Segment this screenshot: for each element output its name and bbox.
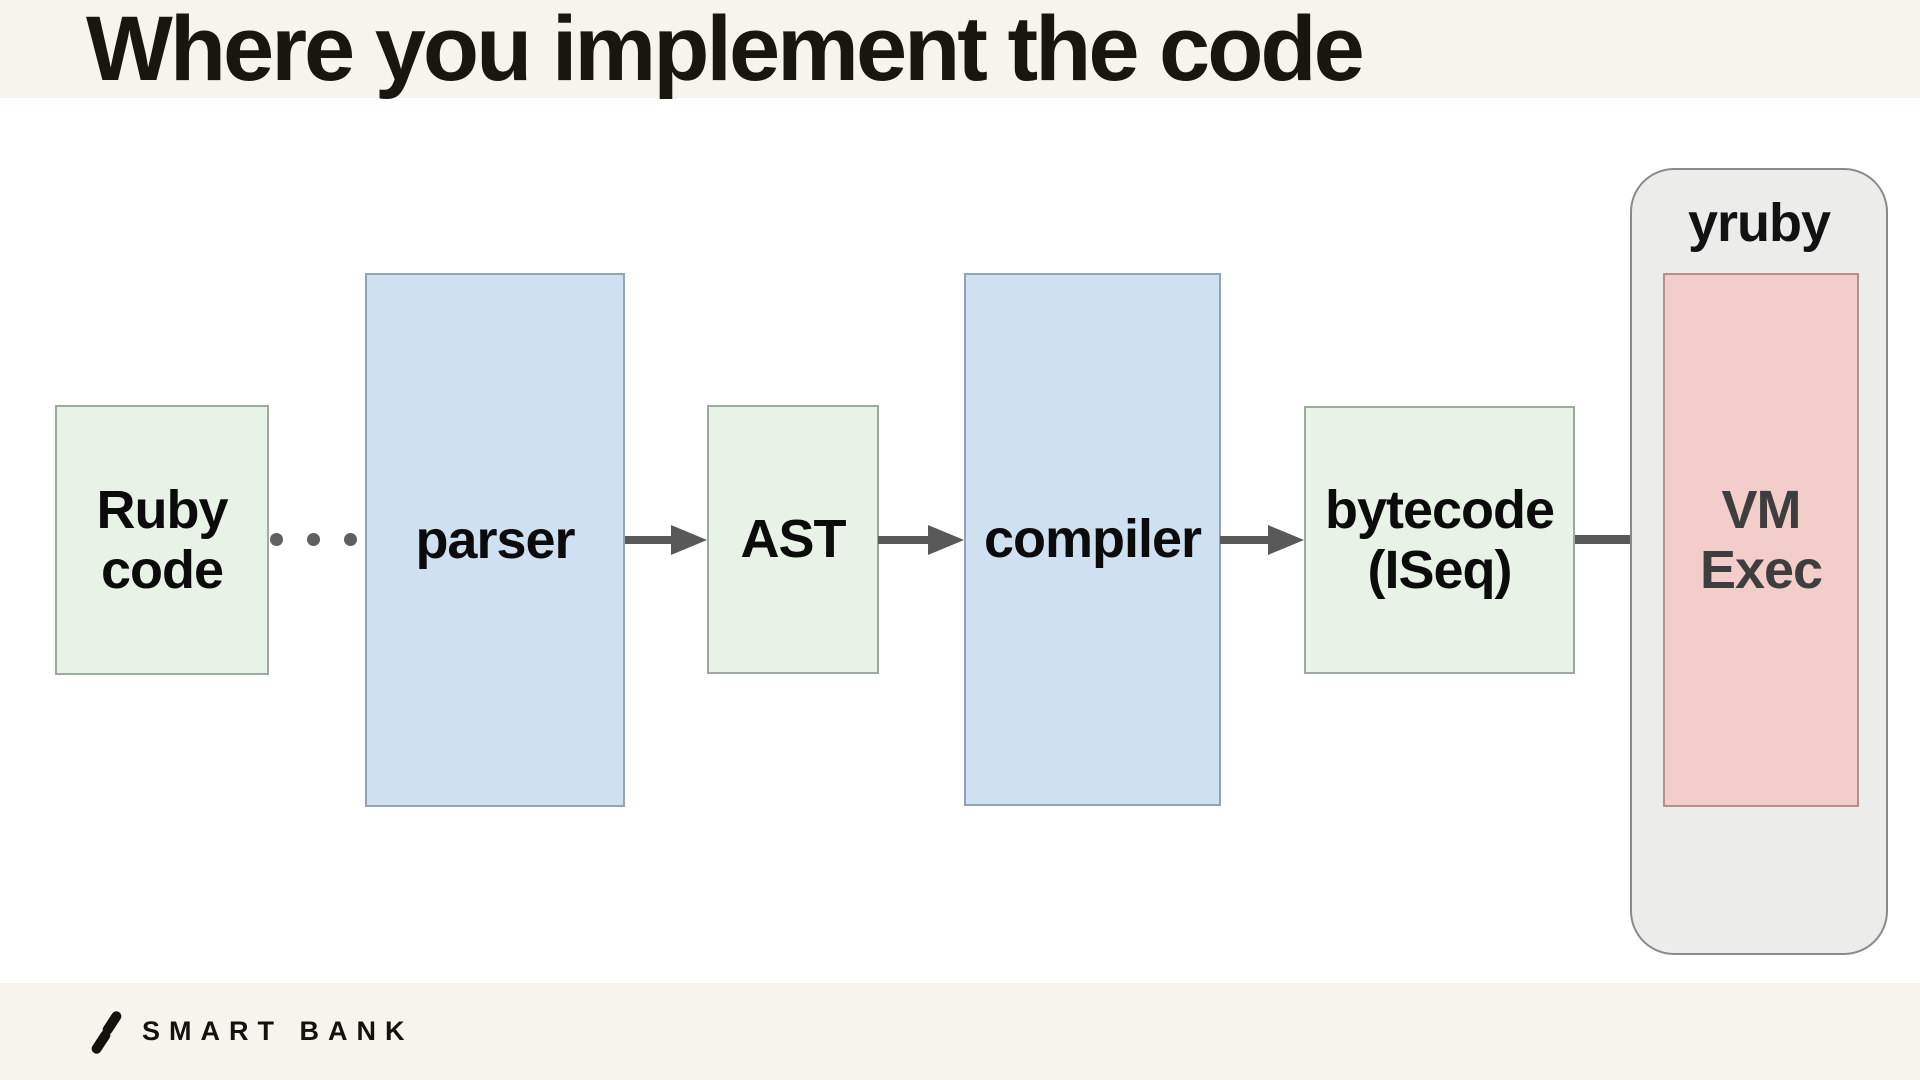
yruby-label: yruby xyxy=(1687,193,1831,253)
parser-box: parser xyxy=(365,273,625,807)
smartbank-logo-text: SMART BANK xyxy=(142,1016,414,1046)
dot-icon xyxy=(344,533,357,546)
compiler-box: compiler xyxy=(964,273,1221,806)
dot-icon xyxy=(270,533,283,546)
arrowhead-icon xyxy=(671,525,707,555)
smartbank-logo: SMART BANK xyxy=(88,983,414,1080)
ellipsis-dots xyxy=(270,533,357,546)
yruby-container: yruby VM Exec xyxy=(1630,168,1888,955)
footer-band xyxy=(0,983,1920,1080)
arrow-compiler-to-bytecode xyxy=(1220,536,1269,544)
compiler-label: compiler xyxy=(983,509,1202,570)
ast-label: AST xyxy=(740,509,847,570)
arrow-parser-to-ast xyxy=(625,536,672,544)
vm-exec-box: VM Exec xyxy=(1663,273,1859,807)
ruby-code-box: Ruby code xyxy=(55,405,269,675)
parser-label: parser xyxy=(415,509,575,570)
title-band xyxy=(0,0,1920,98)
arrowhead-icon xyxy=(1268,525,1304,555)
arrow-ast-to-compiler xyxy=(878,536,929,544)
bytecode-iseq-label: bytecode (ISeq) xyxy=(1324,479,1555,600)
ast-box: AST xyxy=(707,405,879,674)
smartbank-logo-mark-icon xyxy=(91,1010,122,1054)
bytecode-iseq-box: bytecode (ISeq) xyxy=(1304,406,1575,674)
slide-title: Where you implement the code xyxy=(86,0,1365,100)
arrowhead-icon xyxy=(928,525,964,555)
vm-exec-label: VM Exec xyxy=(1699,479,1823,600)
dot-icon xyxy=(307,533,320,546)
ruby-code-label: Ruby code xyxy=(96,479,229,600)
connector-bytecode-to-vm xyxy=(1575,535,1665,544)
